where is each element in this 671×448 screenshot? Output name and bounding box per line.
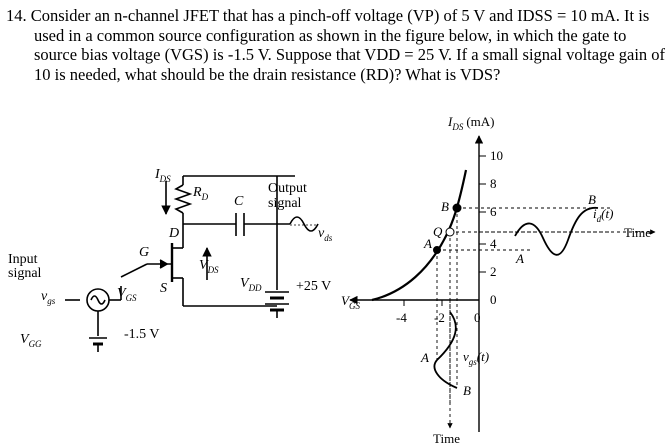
- point-q-label: Q: [433, 224, 443, 239]
- x-axis-label: VGS: [341, 293, 360, 311]
- question-line-4: 10 is needed, what should be the drain r…: [34, 64, 501, 84]
- lower-b-label: B: [463, 383, 471, 398]
- drain-label: D: [168, 226, 179, 241]
- question-line-3: source bias voltage (VGS) is -1.5 V. Sup…: [34, 45, 666, 64]
- vgg-label: VGG: [20, 332, 42, 349]
- wave-a-label: A: [515, 251, 524, 266]
- transfer-curve: [371, 169, 468, 302]
- point-b: [452, 203, 462, 213]
- bias-value: -1.5 V: [124, 327, 160, 342]
- vgs-wave: [433, 311, 458, 389]
- question-line-2: used in a common source configuration as…: [34, 25, 627, 45]
- y-tick-6: 6: [490, 204, 497, 219]
- circuit-diagram: [65, 175, 319, 352]
- question-text: 14. Consider an n-channel JFET that has …: [6, 6, 666, 84]
- x-tick-minus-2: -2: [434, 310, 445, 325]
- output-signal-wave: [289, 216, 319, 232]
- vdd-value: +25 V: [296, 279, 331, 294]
- x-tick-0: 0: [474, 310, 481, 325]
- y-tick-0: 0: [490, 292, 497, 307]
- y-axis-label: IDS(mA): [447, 114, 495, 132]
- vds-small-label: vds: [318, 226, 333, 243]
- time-label-bottom: Time: [433, 431, 460, 446]
- vgs-label: VGS: [117, 286, 137, 303]
- y-tick-2: 2: [490, 264, 497, 279]
- lower-a-label: A: [420, 350, 429, 365]
- y-tick-4: 4: [490, 236, 497, 251]
- point-a: [433, 246, 441, 254]
- vgs-small-label: vgs: [41, 289, 56, 306]
- y-tick-8: 8: [490, 176, 497, 191]
- output-signal-label: signal: [268, 196, 302, 211]
- point-b-label: B: [441, 199, 449, 214]
- id-wave: [514, 207, 599, 256]
- ids-label: IDS: [154, 167, 171, 184]
- vdd-label: VDD: [240, 276, 262, 293]
- source-label: S: [160, 281, 167, 296]
- wave-b-label: B: [588, 192, 596, 207]
- drain-resistor: [173, 184, 193, 214]
- point-a-label: A: [423, 236, 432, 251]
- id-t-label: id(t): [593, 206, 613, 224]
- y-tick-10: 10: [490, 148, 503, 163]
- gate-label: G: [139, 245, 149, 260]
- output-label: Output: [268, 181, 307, 196]
- transfer-graph: [349, 135, 656, 432]
- time-label-right: Time: [624, 225, 651, 240]
- vds-label: VDS: [199, 258, 219, 275]
- input-label: Input: [8, 252, 38, 267]
- rd-label: RD: [192, 185, 209, 202]
- point-q: [445, 227, 455, 237]
- signal-label: signal: [8, 266, 42, 281]
- x-tick-minus-4: -4: [396, 310, 407, 325]
- c-label: C: [234, 194, 244, 209]
- vgs-t-label: vgs(t): [463, 349, 489, 367]
- question-number: 14.: [6, 6, 27, 25]
- question-line-1: 14. Consider an n-channel JFET that has …: [6, 6, 650, 25]
